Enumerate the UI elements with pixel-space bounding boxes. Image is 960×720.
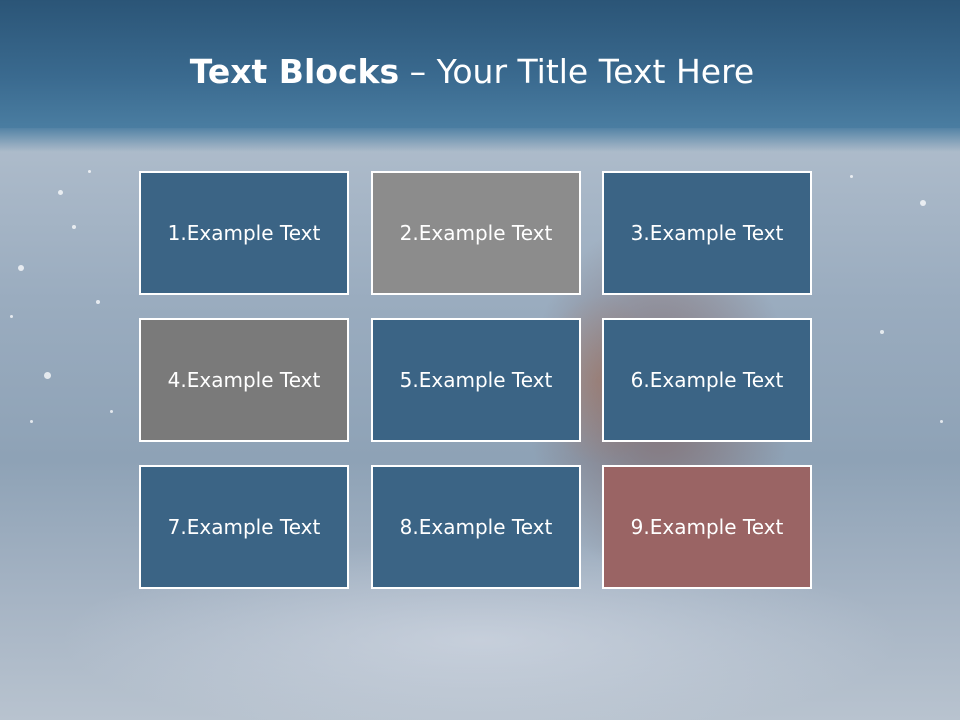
title-bold: Text Blocks bbox=[189, 52, 400, 91]
snowflake bbox=[30, 420, 33, 423]
title-separator: – bbox=[399, 52, 437, 91]
text-block-7[interactable]: 7.Example Text bbox=[139, 465, 349, 589]
text-block-label: 1.Example Text bbox=[167, 221, 321, 245]
snowflake bbox=[880, 330, 884, 334]
text-block-label: 7.Example Text bbox=[167, 515, 321, 539]
text-block-3[interactable]: 3.Example Text bbox=[602, 171, 812, 295]
title-bar bbox=[0, 0, 960, 152]
text-block-8[interactable]: 8.Example Text bbox=[371, 465, 581, 589]
text-block-2[interactable]: 2.Example Text bbox=[371, 171, 581, 295]
text-block-label: 9.Example Text bbox=[630, 515, 784, 539]
snowflake bbox=[96, 300, 100, 304]
title-rest: Your Title Text Here bbox=[436, 52, 755, 91]
text-block-5[interactable]: 5.Example Text bbox=[371, 318, 581, 442]
snowflake bbox=[72, 225, 76, 229]
snowflake bbox=[940, 420, 943, 423]
snowflake bbox=[850, 175, 853, 178]
text-block-label: 4.Example Text bbox=[167, 368, 321, 392]
snowflake bbox=[44, 372, 51, 379]
text-block-1[interactable]: 1.Example Text bbox=[139, 171, 349, 295]
snowflake bbox=[18, 265, 24, 271]
snowflake bbox=[920, 200, 926, 206]
snowflake bbox=[110, 410, 113, 413]
text-block-label: 5.Example Text bbox=[399, 368, 553, 392]
text-block-label: 8.Example Text bbox=[399, 515, 553, 539]
snowflake bbox=[10, 315, 13, 318]
text-block-label: 2.Example Text bbox=[399, 221, 553, 245]
text-block-9[interactable]: 9.Example Text bbox=[602, 465, 812, 589]
text-block-label: 6.Example Text bbox=[630, 368, 784, 392]
snowflake bbox=[58, 190, 63, 195]
text-block-6[interactable]: 6.Example Text bbox=[602, 318, 812, 442]
snowflake bbox=[88, 170, 91, 173]
text-block-label: 3.Example Text bbox=[630, 221, 784, 245]
text-block-4[interactable]: 4.Example Text bbox=[139, 318, 349, 442]
page-title: Text Blocks – Your Title Text Here bbox=[0, 52, 944, 91]
